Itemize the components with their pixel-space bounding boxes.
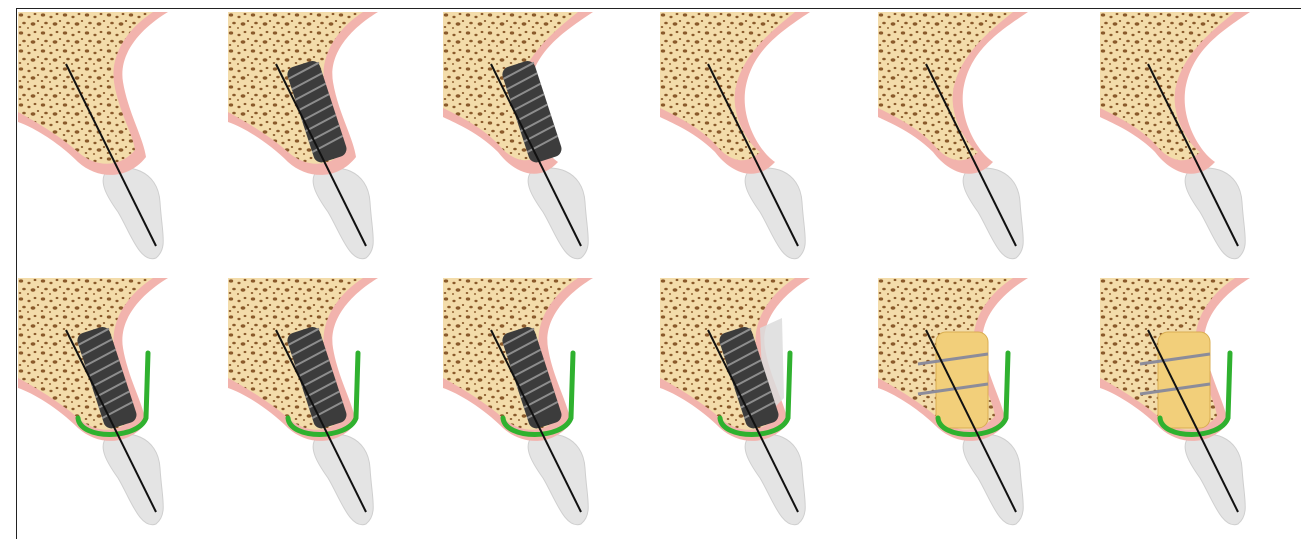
tooth-crown [1185, 168, 1245, 259]
panel-r1-c1 [18, 12, 168, 259]
panel-r2-c5 [878, 278, 1028, 525]
tooth-crown [963, 434, 1023, 525]
panel-r2-c4 [660, 278, 810, 525]
tooth-crown [313, 434, 373, 525]
panel-r2-c2 [228, 278, 378, 525]
block-graft [1158, 332, 1210, 428]
panel-r1-c6 [1100, 12, 1250, 259]
tooth-crown [1185, 434, 1245, 525]
tooth-crown [745, 168, 805, 259]
tooth-crown [528, 168, 588, 259]
tooth-crown [963, 168, 1023, 259]
block-graft [936, 332, 988, 428]
tooth-crown [103, 168, 163, 259]
tooth-crown [103, 434, 163, 525]
panel-r2-c6 [1100, 278, 1250, 525]
panel-r2-c1 [18, 278, 168, 525]
tooth-crown [528, 434, 588, 525]
panel-r1-c3 [443, 12, 593, 259]
tooth-crown [313, 168, 373, 259]
tooth-crown [745, 434, 805, 525]
panel-r1-c5 [878, 12, 1028, 259]
panel-r1-c4 [660, 12, 810, 259]
panel-r2-c3 [443, 278, 593, 525]
panel-r1-c2 [228, 12, 378, 259]
